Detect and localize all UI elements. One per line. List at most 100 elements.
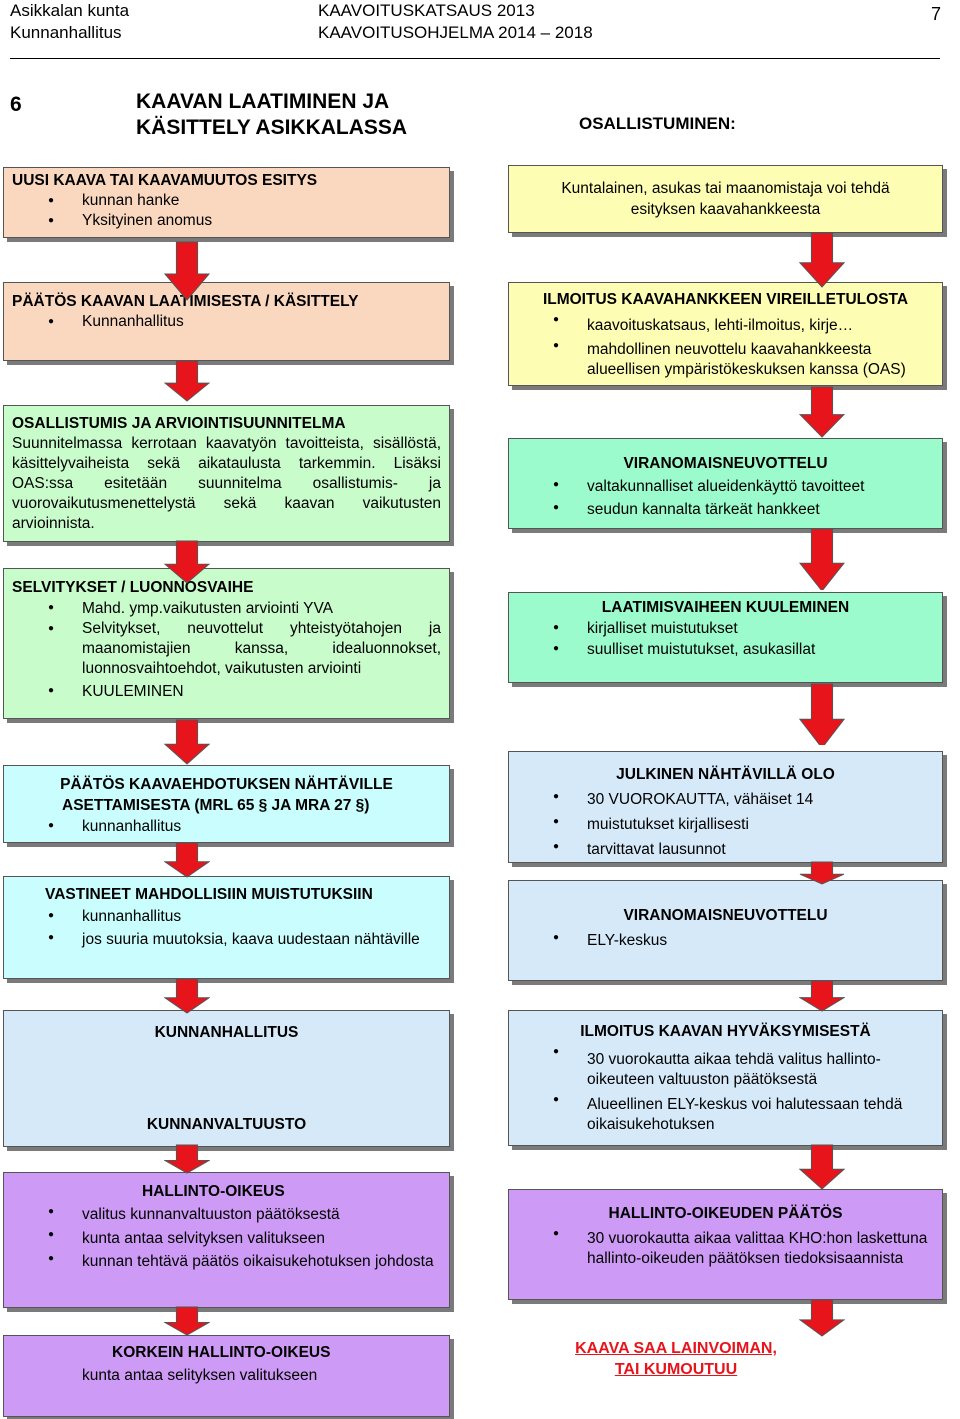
down-arrow-icon xyxy=(164,978,210,1014)
down-arrow-icon xyxy=(164,540,210,584)
hearing-box: LAATIMISVAIHEEN KUULEMINEN kirjalliset m… xyxy=(508,592,943,683)
authority-meeting-ely-title: VIRANOMAISNEUVOTTELU xyxy=(623,907,828,924)
list-item: kunta antaa selvityksen valitukseen xyxy=(12,1225,441,1249)
list-item: Selvitykset, neuvottelut yhteistyötahoje… xyxy=(12,619,441,679)
down-arrow-icon xyxy=(799,1144,845,1190)
section-title: KAAVAN LAATIMINEN JA KÄSITTELY ASIKKALAS… xyxy=(136,89,407,141)
down-arrow-icon xyxy=(799,232,845,288)
list-item: kunnan tehtävä päätös oikaisukehotuksen … xyxy=(12,1249,441,1272)
down-arrow-icon xyxy=(164,842,210,878)
public-display-box: JULKINEN NÄHTÄVILLÄ OLO 30 VUOROKAUTTA, … xyxy=(508,751,943,863)
down-arrow-icon xyxy=(164,719,210,765)
proposal-title-line2: ASETTAMISESTA (MRL 65 § JA MRA 27 §) xyxy=(62,797,370,814)
list-item: Mahd. ymp.vaikutusten arviointi YVA xyxy=(12,598,441,619)
public-display-list: 30 VUOROKAUTTA, vähäiset 14 muistutukset… xyxy=(517,787,934,862)
authority-meeting-ely-list: ELY-keskus xyxy=(517,928,934,953)
list-item: 30 vuorokautta aikaa valittaa KHO:hon la… xyxy=(517,1224,934,1269)
document-title: KAAVOITUSKATSAUS 2013 xyxy=(318,1,535,20)
list-item: kaavoituskatsaus, lehti-ilmoitus, kirje… xyxy=(517,310,934,336)
admin-court-box: HALLINTO-OIKEUS valitus kunnanvaltuuston… xyxy=(3,1172,450,1308)
approval-notice-list: 30 vuorokautta aikaa tehdä valitus halli… xyxy=(517,1042,934,1135)
section-title-line2: KÄSITTELY ASIKKALASSA xyxy=(136,116,408,139)
down-arrow-icon xyxy=(799,980,845,1012)
announcement-title: ILMOITUS KAAVAHANKKEEN VIREILLETULOSTA xyxy=(542,291,909,308)
initiative-box: UUSI KAAVA TAI KAAVAMUUTOS ESITYS kunnan… xyxy=(3,167,450,238)
court-decision-title: HALLINTO-OIKEUDEN PÄÄTÖS xyxy=(608,1205,843,1222)
decision-title: PÄÄTÖS KAAVAN LAATIMISESTA / KÄSITTELY xyxy=(12,293,359,310)
announcement-list: kaavoituskatsaus, lehti-ilmoitus, kirje…… xyxy=(517,310,934,380)
header-center: KAAVOITUSKATSAUS 2013 KAAVOITUSOHJELMA 2… xyxy=(318,0,593,44)
list-item: kunnanhallitus xyxy=(12,906,441,928)
authority-meeting-title: VIRANOMAISNEUVOTTELU xyxy=(623,455,828,472)
supreme-court-title: KORKEIN HALLINTO-OIKEUS xyxy=(112,1344,331,1361)
down-arrow-icon xyxy=(164,1144,210,1174)
oas-box: OSALLISTUMIS JA ARVIOINTISUUNNITELMA Suu… xyxy=(3,405,450,542)
down-arrow-icon xyxy=(164,360,210,402)
list-item: KUULEMINEN xyxy=(12,681,441,702)
list-item: Alueellinen ELY-keskus voi halutessaan t… xyxy=(517,1090,934,1135)
reports-box: SELVITYKSET / LUONNOSVAIHE Mahd. ymp.vai… xyxy=(3,568,450,719)
admin-court-list: valitus kunnanvaltuuston päätöksestä kun… xyxy=(12,1202,441,1272)
list-item: tarvittavat lausunnot xyxy=(517,837,934,862)
municipal-council-label: KUNNANVALTUUSTO xyxy=(146,1116,307,1133)
supreme-court-text: kunta antaa selityksen valitukseen xyxy=(82,1367,318,1384)
list-item: kunnanhallitus xyxy=(12,816,441,837)
header-left: Asikkalan kunta Kunnanhallitus xyxy=(10,0,129,44)
final-outcome: KAAVA SAA LAINVOIMAN, TAI KUMOUTUU xyxy=(560,1338,792,1380)
final-outcome-line1: KAAVA SAA LAINVOIMAN, xyxy=(575,1340,777,1357)
down-arrow-icon xyxy=(799,861,845,885)
list-item: mahdollinen neuvottelu kaavahankkeesta a… xyxy=(517,336,934,380)
list-item: Yksityinen anomus xyxy=(12,211,441,231)
list-item: seudun kannalta tärkeät hankkeet xyxy=(517,498,934,521)
public-display-title: JULKINEN NÄHTÄVILLÄ OLO xyxy=(616,766,835,783)
hearing-list: kirjalliset muistutukset suulliset muist… xyxy=(517,618,934,660)
down-arrow-icon xyxy=(164,1306,210,1336)
header-rule xyxy=(10,58,940,59)
final-outcome-line2: TAI KUMOUTUU xyxy=(614,1361,738,1378)
citizen-line2: esityksen kaavahankkeesta xyxy=(630,201,821,218)
citizen-line1: Kuntalainen, asukas tai maanomistaja voi… xyxy=(561,180,890,197)
board-name: Kunnanhallitus xyxy=(10,23,122,42)
list-item: kirjalliset muistutukset xyxy=(517,618,934,639)
approval-notice-box: ILMOITUS KAAVAN HYVÄKSYMISESTÄ 30 vuorok… xyxy=(508,1010,943,1146)
initiative-title: UUSI KAAVA TAI KAAVAMUUTOS ESITYS xyxy=(12,172,318,189)
section-number: 6 xyxy=(10,93,22,116)
authority-meeting-box: VIRANOMAISNEUVOTTELU valtakunnalliset al… xyxy=(508,438,943,529)
list-item: suulliset muistutukset, asukasillat xyxy=(517,639,934,660)
decision-list: Kunnanhallitus xyxy=(12,312,441,332)
list-item: jos suuria muutoksia, kaava uudestaan nä… xyxy=(12,928,441,950)
list-item: valtakunnalliset alueidenkäyttö tavoitte… xyxy=(517,475,934,498)
oas-description: Suunnitelmassa kerrotaan kaavatyön tavoi… xyxy=(12,435,441,532)
reports-list: Mahd. ymp.vaikutusten arviointi YVA Selv… xyxy=(12,598,441,702)
participation-heading: OSALLISTUMINEN: xyxy=(579,114,736,133)
citizen-box: Kuntalainen, asukas tai maanomistaja voi… xyxy=(508,165,943,233)
supreme-court-box: KORKEIN HALLINTO-OIKEUS kunta antaa seli… xyxy=(3,1335,450,1417)
admin-court-title: HALLINTO-OIKEUS xyxy=(142,1183,285,1200)
list-item: kunnan hanke xyxy=(12,191,441,211)
list-item: 30 VUOROKAUTTA, vähäiset 14 xyxy=(517,787,934,812)
list-item: Kunnanhallitus xyxy=(12,312,441,332)
down-arrow-icon xyxy=(799,1299,845,1337)
municipal-board-label: KUNNANHALLITUS xyxy=(154,1024,299,1041)
page-number: 7 xyxy=(931,4,942,24)
responses-box: VASTINEET MAHDOLLISIIN MUISTUTUKSIIN kun… xyxy=(3,876,450,979)
reports-title: SELVITYKSET / LUONNOSVAIHE xyxy=(12,579,254,596)
oas-title: OSALLISTUMIS JA ARVIOINTISUUNNITELMA xyxy=(12,415,346,432)
hearing-title: LAATIMISVAIHEEN KUULEMINEN xyxy=(601,599,850,616)
down-arrow-icon xyxy=(799,386,845,438)
authority-meeting-ely-box: VIRANOMAISNEUVOTTELU ELY-keskus xyxy=(508,880,943,981)
responses-list: kunnanhallitus jos suuria muutoksia, kaa… xyxy=(12,906,441,950)
court-decision-list: 30 vuorokautta aikaa valittaa KHO:hon la… xyxy=(517,1224,934,1269)
list-item: ELY-keskus xyxy=(517,928,934,953)
proposal-title-line1: PÄÄTÖS KAAVAEHDOTUKSEN NÄHTÄVILLE xyxy=(60,776,393,793)
announcement-box: ILMOITUS KAAVAHANKKEEN VIREILLETULOSTA k… xyxy=(508,282,943,386)
initiative-list: kunnan hanke Yksityinen anomus xyxy=(12,191,441,231)
down-arrow-icon xyxy=(799,528,845,590)
down-arrow-icon xyxy=(799,683,845,745)
decision-box: PÄÄTÖS KAAVAN LAATIMISESTA / KÄSITTELY K… xyxy=(3,282,450,361)
municipality-name: Asikkalan kunta xyxy=(10,1,130,20)
court-decision-box: HALLINTO-OIKEUDEN PÄÄTÖS 30 vuorokautta … xyxy=(508,1189,943,1300)
proposal-list: kunnanhallitus xyxy=(12,816,441,837)
responses-title: VASTINEET MAHDOLLISIIN MUISTUTUKSIIN xyxy=(45,886,373,903)
councils-box: KUNNANHALLITUS KUNNANVALTUUSTO xyxy=(3,1010,450,1147)
